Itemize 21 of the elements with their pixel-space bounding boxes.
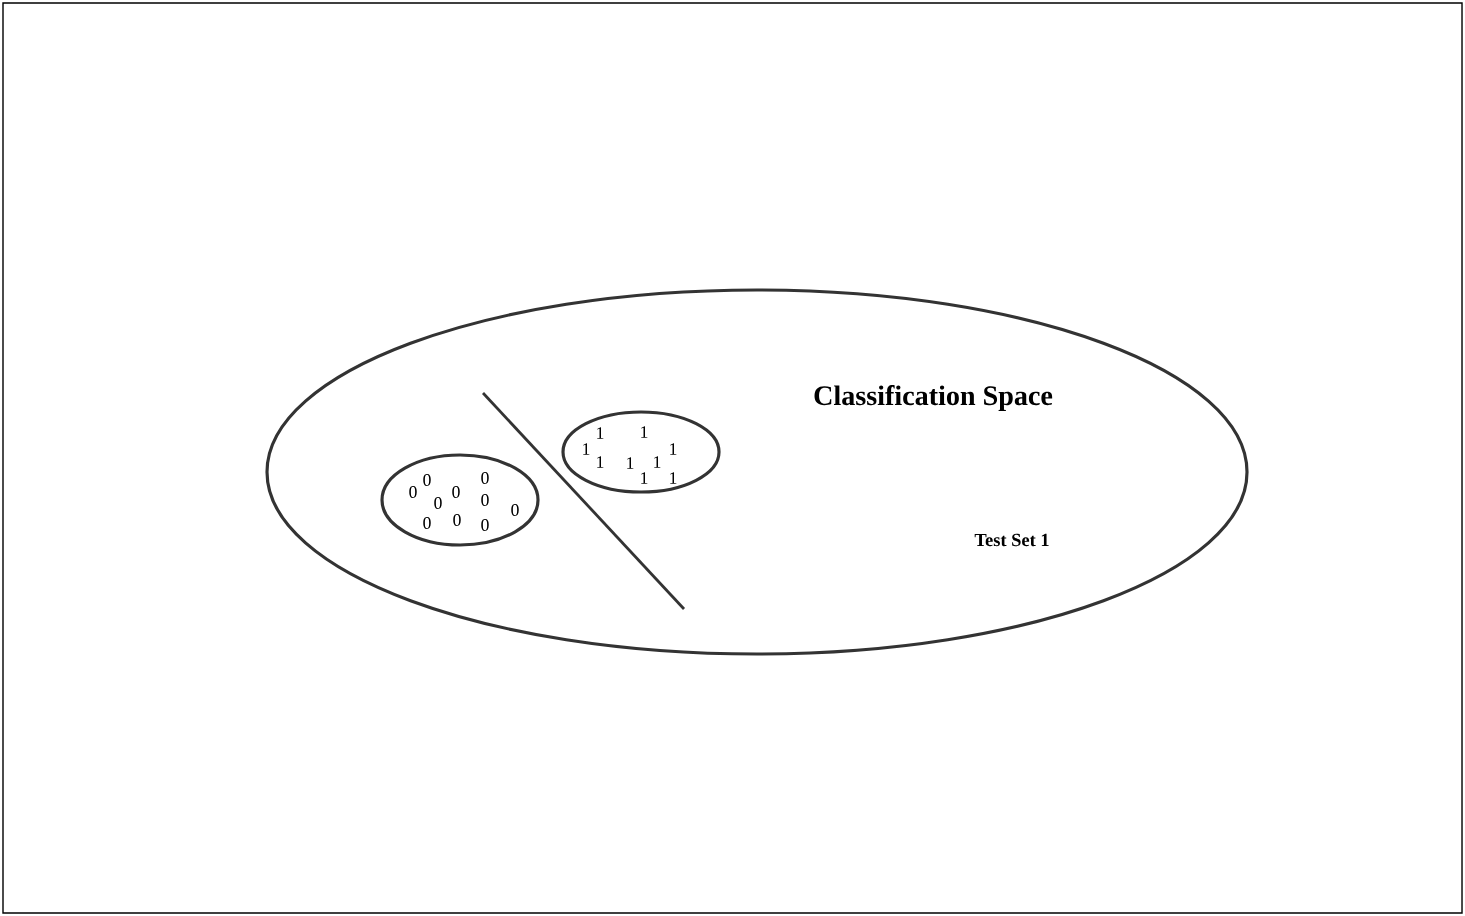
class-digit: 0 [453,514,461,526]
class-digit: 1 [641,472,648,484]
class-digit: 0 [434,497,442,509]
title-text: Classification Space [814,385,1053,411]
class-digit: 1 [670,443,677,455]
class-digit: 1 [654,456,661,468]
class-digit: 0 [423,474,431,486]
class-digit: 0 [481,519,489,531]
class-digit: 1 [597,427,604,439]
class-digit: 0 [481,472,489,484]
class-digit: 1 [641,426,648,438]
class-digit: 1 [597,456,604,468]
set-label: Test Set 1 [974,533,1049,547]
class-digit: 1 [583,443,590,455]
class-digit: 1 [627,457,634,469]
class-digit: 0 [452,486,460,498]
class-digit: 0 [423,517,431,529]
class-digit: 0 [481,494,489,506]
class-digit: 0 [409,486,417,498]
class-digit: 0 [511,504,519,516]
class-digit: 1 [670,472,677,484]
